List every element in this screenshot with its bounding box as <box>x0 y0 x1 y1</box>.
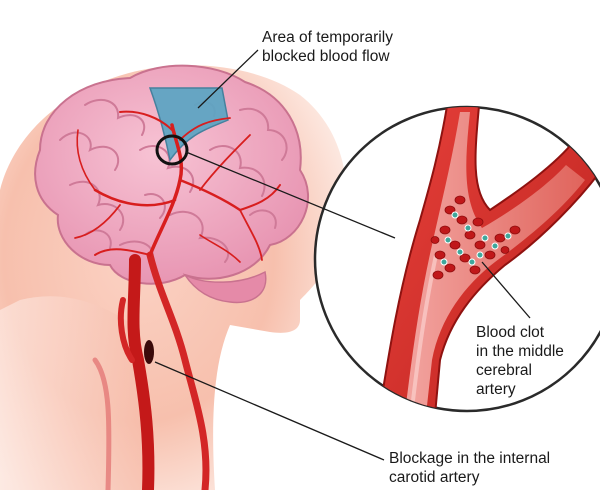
magnified-vessel-view <box>313 105 600 413</box>
blood-clot-label-line-1: Blood clot <box>476 324 545 341</box>
carotid-blockage <box>144 340 154 364</box>
blood-clot-label-line-3: cerebral <box>476 362 532 379</box>
blood-clot-label-line-2: in the middle <box>476 343 564 360</box>
blocked-area-label-line-2: blocked blood flow <box>262 48 390 65</box>
carotid-blockage-label: Blockage in the internal carotid artery <box>389 449 550 487</box>
blocked-area-label-line-1: Area of temporarily <box>262 29 393 46</box>
carotid-blockage-label-line-2: carotid artery <box>389 469 480 486</box>
blood-clot-cells <box>430 195 521 280</box>
blood-clot-label-line-4: artery <box>476 381 516 398</box>
clot-location-marker <box>155 134 189 166</box>
carotid-blockage-label-line-1: Blockage in the internal <box>389 450 551 467</box>
blocked-area-label: Area of temporarily blocked blood flow <box>262 28 393 66</box>
arteries <box>74 110 281 490</box>
blocked-area <box>148 87 229 162</box>
blood-clot-label: Blood clot in the middle cerebral artery <box>476 323 564 399</box>
leader-lines <box>154 49 531 461</box>
